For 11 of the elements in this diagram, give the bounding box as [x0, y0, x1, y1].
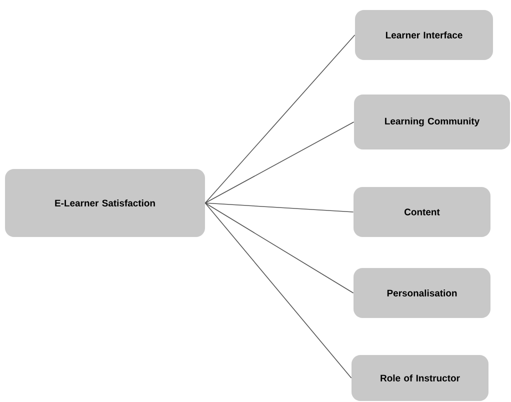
connector-line	[204, 122, 354, 204]
topic-box: Personalisation	[354, 268, 490, 318]
topic-box: Learner Interface	[355, 10, 493, 60]
connector-line	[204, 202, 354, 294]
topic-box: Learning Community	[354, 94, 510, 150]
connector-line	[204, 34, 356, 204]
connector-line	[204, 202, 354, 212]
connector-line	[204, 202, 352, 378]
main-box: E-Learner Satisfaction	[5, 169, 205, 237]
topic-box: Role of Instructor	[352, 355, 488, 401]
topic-box: Content	[354, 187, 490, 237]
